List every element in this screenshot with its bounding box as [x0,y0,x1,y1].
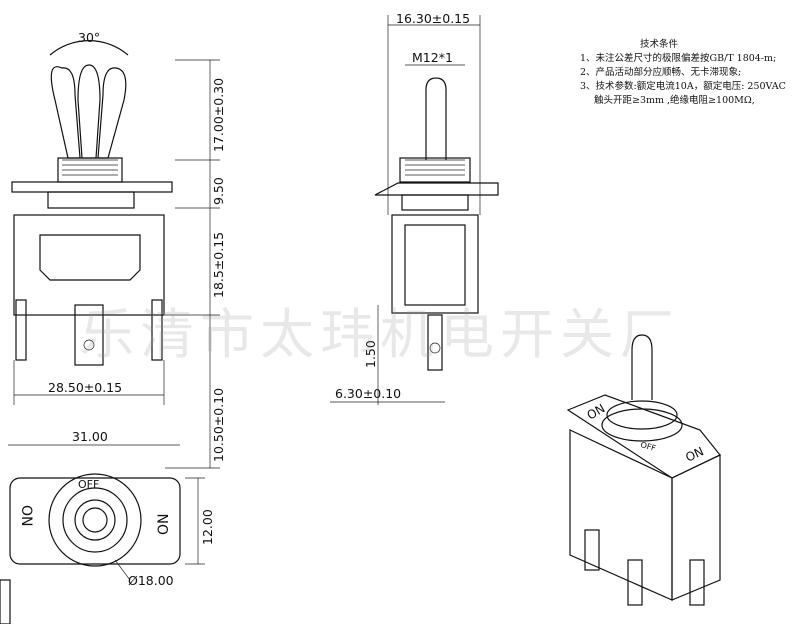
dim-lever-height: 17.00±0.30 [211,78,226,152]
isometric-view: ON ON OFF [566,334,721,606]
technical-notes: 技术条件 1、未注公差尺寸的极限偏差按GB/T 1804-m; 2、产品活动部分… [580,38,786,108]
notes-title: 技术条件 [640,39,679,50]
dim-terminal-length: 10.50±0.10 [211,388,226,462]
dim-plate-width: 31.00 [72,429,108,444]
dim-body-height: 18.5±0.15 [211,232,226,298]
iso-label-off: OFF [639,440,657,453]
dim-angle: 30° [78,30,100,45]
dim-nut-diameter: Ø18.00 [128,573,174,588]
dim-width-side: 16.30±0.15 [396,11,470,26]
label-on-left: ON [18,505,34,527]
dim-plate-height: 12.00 [200,509,215,545]
note-line: 触头开距≥3mm ,绝缘电阻≥100MΩ, [594,95,755,106]
side-view: 16.30±0.15 M12*1 1.50 6.30±0.10 [330,11,499,405]
label-on-right: ON [156,514,172,536]
dim-body-width: 28.50±0.15 [48,380,122,395]
note-line: 1、未注公差尺寸的极限偏差按GB/T 1804-m; [580,53,777,64]
front-view: 30° 28.50±0.15 17.00±0.30 9.50 18.5±0.15… [11,30,226,469]
dim-terminal-thickness: 1.50 [363,340,378,368]
iso-label-on-right: ON [683,444,706,464]
note-line: 3、技术参数:额定电流10A，额定电压: 250VAC [580,81,786,92]
dim-thread: M12*1 [412,50,453,65]
dim-terminal-width: 6.30±0.10 [335,386,401,401]
label-off: OFF [78,478,99,491]
dim-bushing-height: 9.50 [211,177,226,205]
top-view: 31.00 OFF ON ON 12.00 Ø18.00 [0,429,215,624]
note-line: 2、产品活动部分应顺畅、无卡滞现象; [580,67,742,78]
watermark: 乐清市太玮机电开关厂 [80,303,680,366]
